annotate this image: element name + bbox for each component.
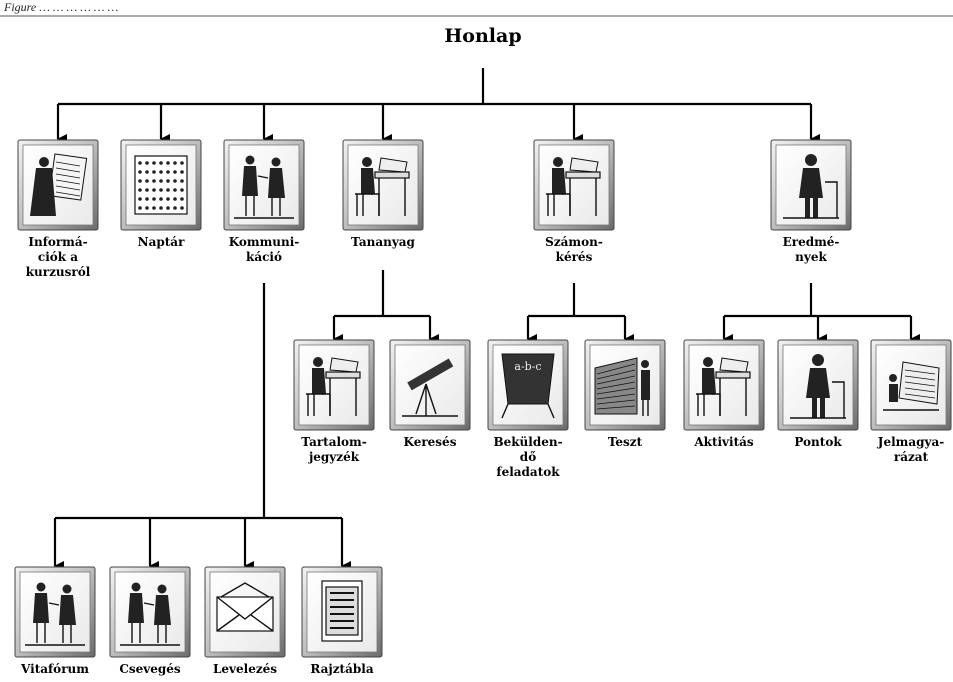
node-label-line: Teszt xyxy=(608,435,643,449)
standing-gentleman-icon xyxy=(783,154,839,219)
man-reading-at-desk-icon xyxy=(355,157,410,216)
node-kommunikacio[interactable]: Kommuni-káció xyxy=(223,139,305,264)
node-label-line: feladatok xyxy=(496,465,560,479)
node-label: Teszt xyxy=(608,435,643,449)
man-at-blackboard-icon xyxy=(594,357,650,416)
node-label: Vitafórum xyxy=(20,662,89,676)
root-title: Honlap xyxy=(444,25,521,47)
node-csevegés[interactable]: Csevegés xyxy=(109,566,191,676)
node-eredmenyek[interactable]: Eredmé-nyek xyxy=(770,139,852,264)
node-tananyag[interactable]: Tananyag xyxy=(342,139,424,249)
node-label-line: Jelmagya- xyxy=(877,435,944,449)
node-label: Rajztábla xyxy=(310,662,373,676)
node-label-line: rázat xyxy=(894,450,929,464)
node-picture-area xyxy=(347,144,419,226)
node-label-line: nyek xyxy=(795,250,827,264)
node-label-line: Kommuni- xyxy=(229,235,300,249)
node-picture-area xyxy=(114,571,186,653)
node-picture-area xyxy=(394,344,466,426)
node-rajztabla[interactable]: Rajztábla xyxy=(301,566,383,676)
node-label: Számon-kérés xyxy=(545,235,603,264)
node-label-line: dő xyxy=(520,450,536,464)
blackboard-abc-icon: a-b-c xyxy=(501,353,555,419)
couple-chatting-icon xyxy=(120,582,180,646)
svg-text:a-b-c: a-b-c xyxy=(514,360,541,373)
figure-caption: Figure … … … … … … xyxy=(3,0,118,14)
calendar-grid-icon xyxy=(134,155,188,215)
node-label: Eredmé-nyek xyxy=(783,235,840,264)
node-label: Tartalom-jegyzék xyxy=(301,435,366,464)
node-aktivitas[interactable]: Aktivitás xyxy=(683,339,765,449)
node-naptar[interactable]: Naptár xyxy=(120,139,202,249)
man-reading-at-desk-icon xyxy=(306,357,361,416)
node-kereses[interactable]: Keresés xyxy=(389,339,471,449)
node-label: Keresés xyxy=(404,435,457,449)
connector-lines xyxy=(53,68,920,571)
standing-gentleman-icon xyxy=(790,354,846,419)
node-label-line: Rajztábla xyxy=(310,662,373,676)
node-label-line: Aktivitás xyxy=(693,435,754,449)
telescope-icon xyxy=(402,358,458,417)
node-label-line: Vitafórum xyxy=(20,662,89,676)
node-picture-area xyxy=(298,344,370,426)
node-label-line: Pontok xyxy=(794,435,842,449)
node-tartalomjegyzek[interactable]: Tartalom-jegyzék xyxy=(293,339,375,464)
node-label-line: jegyzék xyxy=(308,450,360,464)
node-label-line: Számon- xyxy=(545,235,603,249)
node-label: Kommuni-káció xyxy=(229,235,300,264)
node-label: Pontok xyxy=(794,435,842,449)
node-pontok[interactable]: Pontok xyxy=(777,339,859,449)
node-label-line: káció xyxy=(246,250,282,264)
node-vitaforum[interactable]: Vitafórum xyxy=(14,566,96,676)
node-label-line: Tananyag xyxy=(351,235,416,249)
man-reading-map-icon xyxy=(883,361,940,411)
woman-reading-newspaper-icon xyxy=(30,153,88,216)
people-talking-icon xyxy=(234,155,294,219)
man-writing-at-desk-icon xyxy=(546,157,601,216)
node-label-line: ciók a xyxy=(38,250,78,264)
node-label-line: Levelezés xyxy=(213,662,277,676)
node-label-line: Bekülden- xyxy=(493,435,562,449)
node-label-line: Informá- xyxy=(28,235,87,249)
node-teszt[interactable]: Teszt xyxy=(584,339,666,449)
node-jelmagyarazat[interactable]: Jelmagya-rázat xyxy=(870,339,952,464)
node-label: Levelezés xyxy=(213,662,277,676)
node-label-line: Csevegés xyxy=(119,662,181,676)
node-label: Naptár xyxy=(138,235,185,249)
drawing-board-icon xyxy=(321,580,363,642)
node-label: Jelmagya-rázat xyxy=(877,435,944,464)
node-picture-area xyxy=(688,344,760,426)
node-picture-area xyxy=(538,144,610,226)
man-writing-at-desk-icon xyxy=(696,357,751,416)
node-label: Aktivitás xyxy=(693,435,754,449)
node-label-line: kérés xyxy=(556,250,593,264)
node-szamonkeres[interactable]: Számon-kérés xyxy=(533,139,615,264)
people-debating-icon xyxy=(25,582,85,646)
node-picture-area xyxy=(19,571,91,653)
node-label-line: Tartalom- xyxy=(301,435,366,449)
node-label-line: Keresés xyxy=(404,435,457,449)
node-label: Csevegés xyxy=(119,662,181,676)
node-label-line: kurzusról xyxy=(26,265,91,279)
node-label: Tananyag xyxy=(351,235,416,249)
node-label-line: Naptár xyxy=(138,235,185,249)
node-levelezes[interactable]: Levelezés xyxy=(204,566,286,676)
node-label-line: Eredmé- xyxy=(783,235,840,249)
node-picture-area xyxy=(228,144,300,226)
envelope-icon xyxy=(216,582,274,632)
